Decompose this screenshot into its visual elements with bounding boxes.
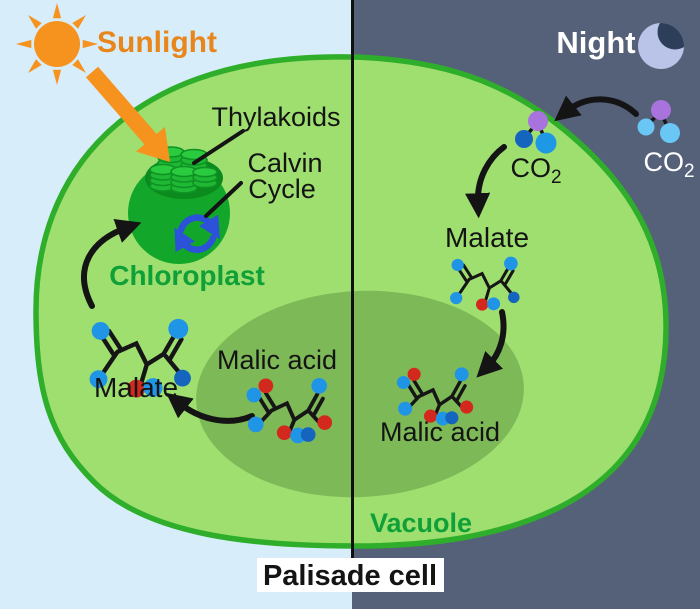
palisade-cell-label: Palisade cell (263, 560, 437, 592)
co2-to-malate-arrow (465, 144, 507, 219)
sun-icon (16, 3, 98, 85)
palisade-cell-label-box (257, 558, 444, 592)
thylakoid-stack (170, 165, 198, 194)
co2-molecule-outside (637, 100, 680, 143)
day-malic-acid-label: Malic acid (217, 345, 337, 375)
thylakoids-label: Thylakoids (211, 102, 340, 132)
thylakoids-pointer-line (192, 129, 245, 165)
co2-label-outside: CO2 (643, 147, 694, 182)
co2-molecule-inside (515, 111, 557, 154)
malate-to-vacuole-arrow (476, 309, 507, 378)
thylakoid-stack (192, 166, 218, 189)
vacuole (196, 290, 524, 498)
sunlight-arrow (85, 66, 170, 162)
chloroplast (128, 146, 230, 264)
night-malate-label: Malate (445, 222, 529, 253)
night-malic-acid-label: Malic acid (380, 417, 500, 447)
svg-text:Calvin: Calvin (247, 148, 322, 178)
malate-to-chloroplast-arrow (81, 219, 142, 309)
calvin-cycle-label: Calvin Cycle (247, 148, 322, 204)
sunlight-label: Sunlight (97, 26, 217, 59)
day-malate-label: Malate (94, 372, 178, 403)
thylakoid-stack (149, 163, 177, 192)
thylakoids-stacks (149, 146, 218, 194)
night-label: Night (556, 25, 635, 60)
calvin-cycle-pointer-line (204, 181, 243, 218)
vacuole-label: Vacuole (370, 508, 472, 538)
co2-label-inside: CO2 (510, 153, 561, 188)
svg-text:Cycle: Cycle (248, 174, 316, 204)
chloroplast-label: Chloroplast (109, 260, 265, 291)
calvin-cycle-icon (174, 214, 220, 253)
malic-acid-to-malate-arrow (166, 392, 255, 424)
co2-uptake-arrow (554, 95, 639, 122)
